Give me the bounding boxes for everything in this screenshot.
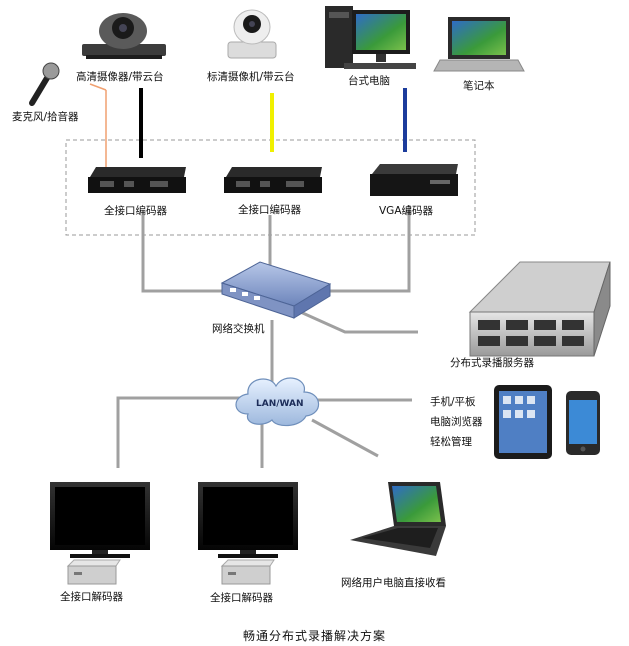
server-label: 分布式录播服务器 xyxy=(450,357,534,369)
encoder-1-label: 全接口编码器 xyxy=(104,205,167,217)
monitor-2-icon xyxy=(198,482,298,558)
phone-icon xyxy=(566,391,600,455)
server-device xyxy=(468,261,611,357)
decoder-1-label: 全接口解码器 xyxy=(60,591,123,603)
decoder-1-device xyxy=(66,559,121,585)
switch-label: 网络交换机 xyxy=(212,323,265,335)
desktop-pc-icon xyxy=(325,6,416,69)
switch-server-line xyxy=(295,308,418,334)
sd-camera-label: 标清摄像机/带云台 xyxy=(207,71,295,83)
mobile-access-item: 手机/平板 xyxy=(430,396,476,408)
cloud-decoder1-line xyxy=(116,396,250,468)
vga-switch-line xyxy=(325,205,411,293)
decoder-2-device xyxy=(220,559,275,585)
netbook-label: 网络用户电脑直接收看 xyxy=(341,577,446,589)
cloud-icon xyxy=(235,377,320,427)
hd-camera-label: 高清摄像器/带云台 xyxy=(76,71,164,83)
encoder-2-device xyxy=(224,167,322,193)
vga-encoder-device xyxy=(370,164,458,196)
network-lines xyxy=(116,205,418,468)
microphone-icon xyxy=(29,62,60,106)
encoder-1-device xyxy=(88,167,186,193)
decoder-2-label: 全接口解码器 xyxy=(210,592,273,604)
netbook-icon xyxy=(350,482,446,556)
laptop-icon xyxy=(433,17,525,72)
tablet-icon xyxy=(494,385,552,459)
sd-camera-icon xyxy=(227,9,277,59)
diagram-caption: 畅通分布式录播解决方案 xyxy=(242,629,386,643)
laptop-label: 笔记本 xyxy=(463,80,495,92)
mobile-access-list: 手机/平板 电脑浏览器 轻松管理 xyxy=(430,392,483,452)
cloud-netbook-line xyxy=(311,418,379,458)
hd-camera-icon xyxy=(82,13,166,59)
mobile-access-item: 轻松管理 xyxy=(430,436,472,448)
desktop-label: 台式电脑 xyxy=(348,75,390,87)
mic-label: 麦克风/拾音器 xyxy=(12,111,79,123)
mobile-access-item: 电脑浏览器 xyxy=(430,416,483,428)
encoder-2-label: 全接口编码器 xyxy=(238,204,301,216)
vga-encoder-label: VGA编码器 xyxy=(379,205,434,217)
encoder1-switch-line xyxy=(141,215,225,293)
monitor-1-icon xyxy=(50,482,150,558)
cloud-label: LAN/WAN xyxy=(256,399,304,409)
mic-cable xyxy=(89,83,107,91)
switch-device xyxy=(220,261,332,319)
